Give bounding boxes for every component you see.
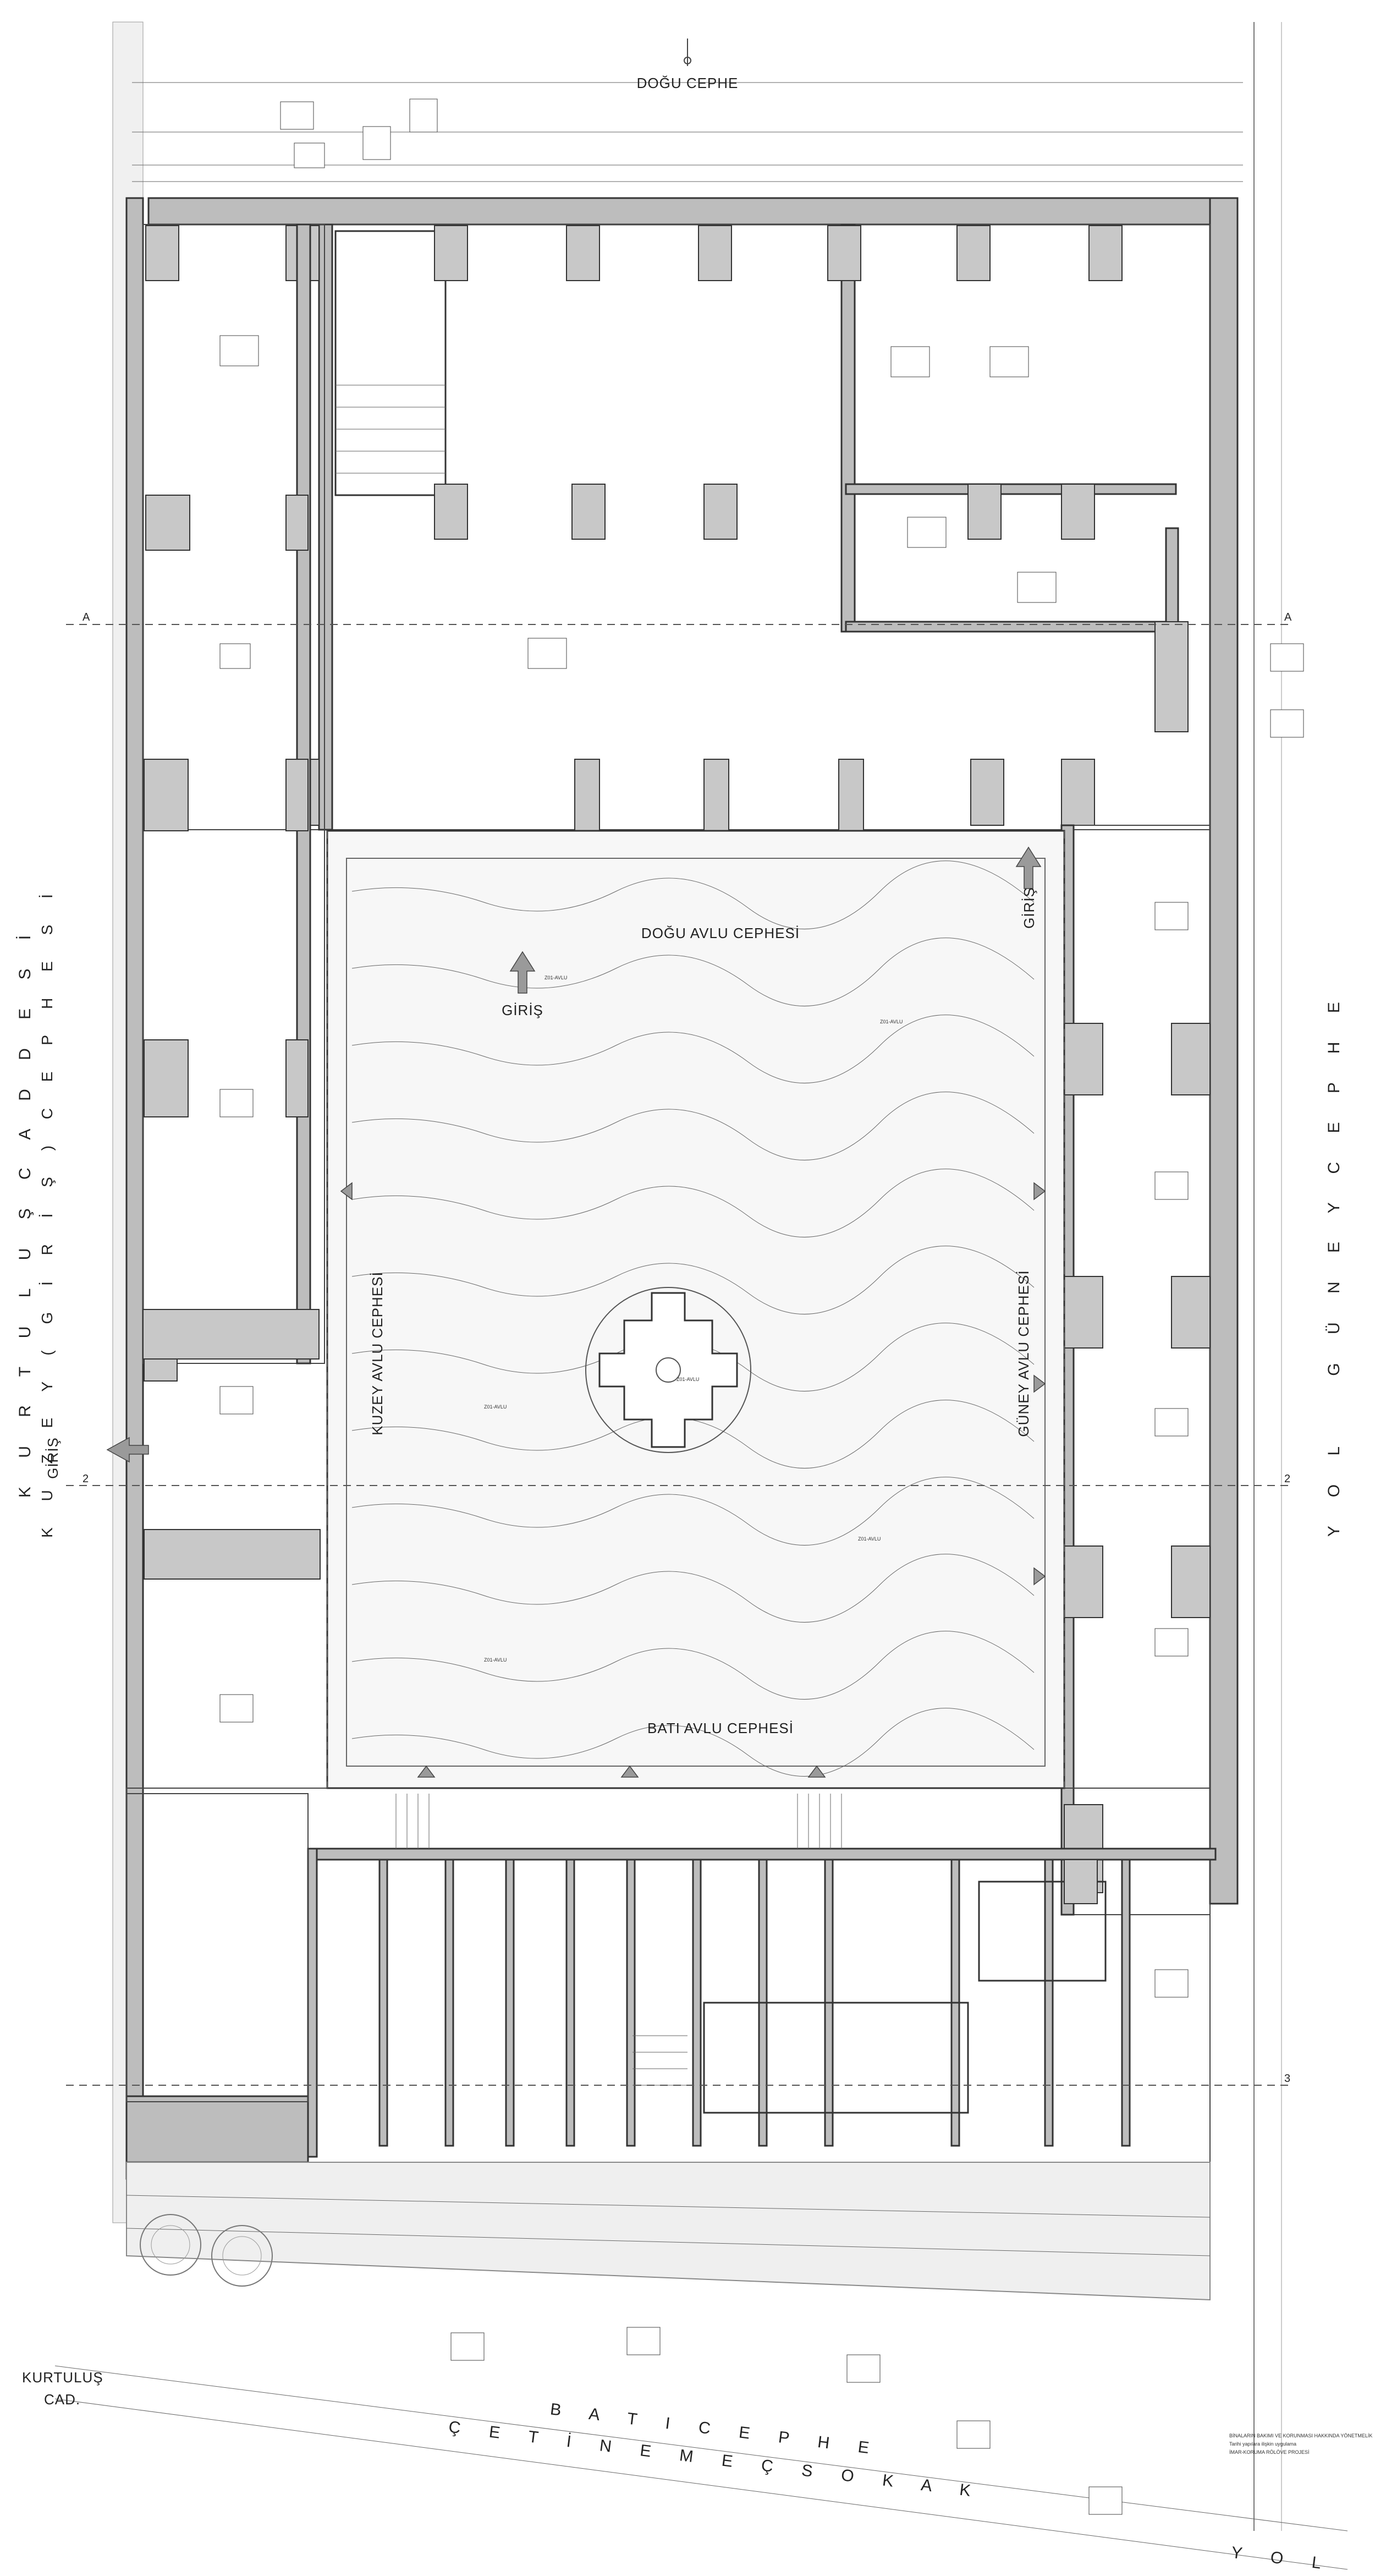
west-street (54, 2162, 1348, 2570)
kurtulus-label-line1: KURTULUŞ (22, 2369, 103, 2386)
axis-a-left: A (82, 611, 90, 623)
svg-text:Z01-AVLU: Z01-AVLU (676, 1377, 699, 1382)
svg-text:Z01-AVLU: Z01-AVLU (484, 1657, 507, 1663)
svg-text:BİNALARIN BAKIMI VE KORUNMASI: BİNALARIN BAKIMI VE KORUNMASI HAKKINDA Y… (1229, 2433, 1372, 2438)
room-label-boxes (219, 98, 1304, 2515)
north-wing (142, 223, 325, 1580)
south-courtyard-facade-label: GÜNEY AVLU CEPHESİ (1015, 1270, 1032, 1437)
svg-text:GİRİŞ: GİRİŞ (45, 1437, 61, 1479)
north-street-label: K U R T U L U Ş C A D D E S İ (16, 923, 34, 1498)
axis-2-right: 2 (1284, 1473, 1290, 1485)
south-facade-label: G Ü N E Y C E P H E (1325, 990, 1343, 1375)
west-courtyard-facade-label: BATI AVLU CEPHESİ (647, 1720, 794, 1736)
north-courtyard-facade-label: KUZEY AVLU CEPHESİ (369, 1271, 386, 1435)
section-lines (66, 624, 1292, 2086)
svg-text:İMAR-KORUMA RÖLÖVE PROJESİ: İMAR-KORUMA RÖLÖVE PROJESİ (1229, 2449, 1310, 2455)
svg-text:Z01-AVLU: Z01-AVLU (858, 1536, 881, 1542)
west-hall (126, 1793, 309, 2102)
entrance-south-east: GİRİŞ (1015, 846, 1042, 929)
notes-box: BİNALARIN BAKIMI VE KORUNMASI HAKKINDA Y… (1229, 2433, 1372, 2455)
svg-text:Z01-AVLU: Z01-AVLU (880, 1019, 903, 1024)
svg-text:GİRİŞ: GİRİŞ (1021, 887, 1037, 929)
entrance-east-courtyard: GİRİŞ (502, 951, 543, 1018)
kurtulus-label-line2: CAD. (44, 2391, 80, 2408)
fountain (585, 1287, 751, 1453)
courtyard-tags: Z01-AVLU Z01-AVLU Z01-AVLU Z01-AVLU Z01-… (484, 975, 903, 1663)
east-courtyard-facade-label: DOĞU AVLU CEPHESİ (641, 925, 800, 941)
axis-2-left: 2 (82, 1473, 89, 1485)
svg-text:Z01-AVLU: Z01-AVLU (544, 975, 567, 980)
entrance-north: GİRİŞ (45, 1437, 149, 1479)
courtyard-arrows (340, 1182, 1046, 1778)
north-facade-label: K U Z E Y ( G İ R İ Ş ) C E P H E S İ (38, 883, 56, 1538)
axis-a-right: A (1284, 611, 1292, 623)
east-facade-title: DOĞU CEPHE (637, 75, 739, 91)
svg-text:Tarihi yapılara ilişkin uygula: Tarihi yapılara ilişkin uygulama (1229, 2441, 1296, 2447)
courtyard (326, 830, 1065, 1789)
svg-text:GİRİŞ: GİRİŞ (502, 1002, 543, 1018)
svg-text:Z01-AVLU: Z01-AVLU (484, 1404, 507, 1410)
axis-3-right: 3 (1284, 2073, 1290, 2085)
outer-walls (125, 197, 1239, 2180)
south-road-label: Y O L (1325, 1434, 1343, 1537)
